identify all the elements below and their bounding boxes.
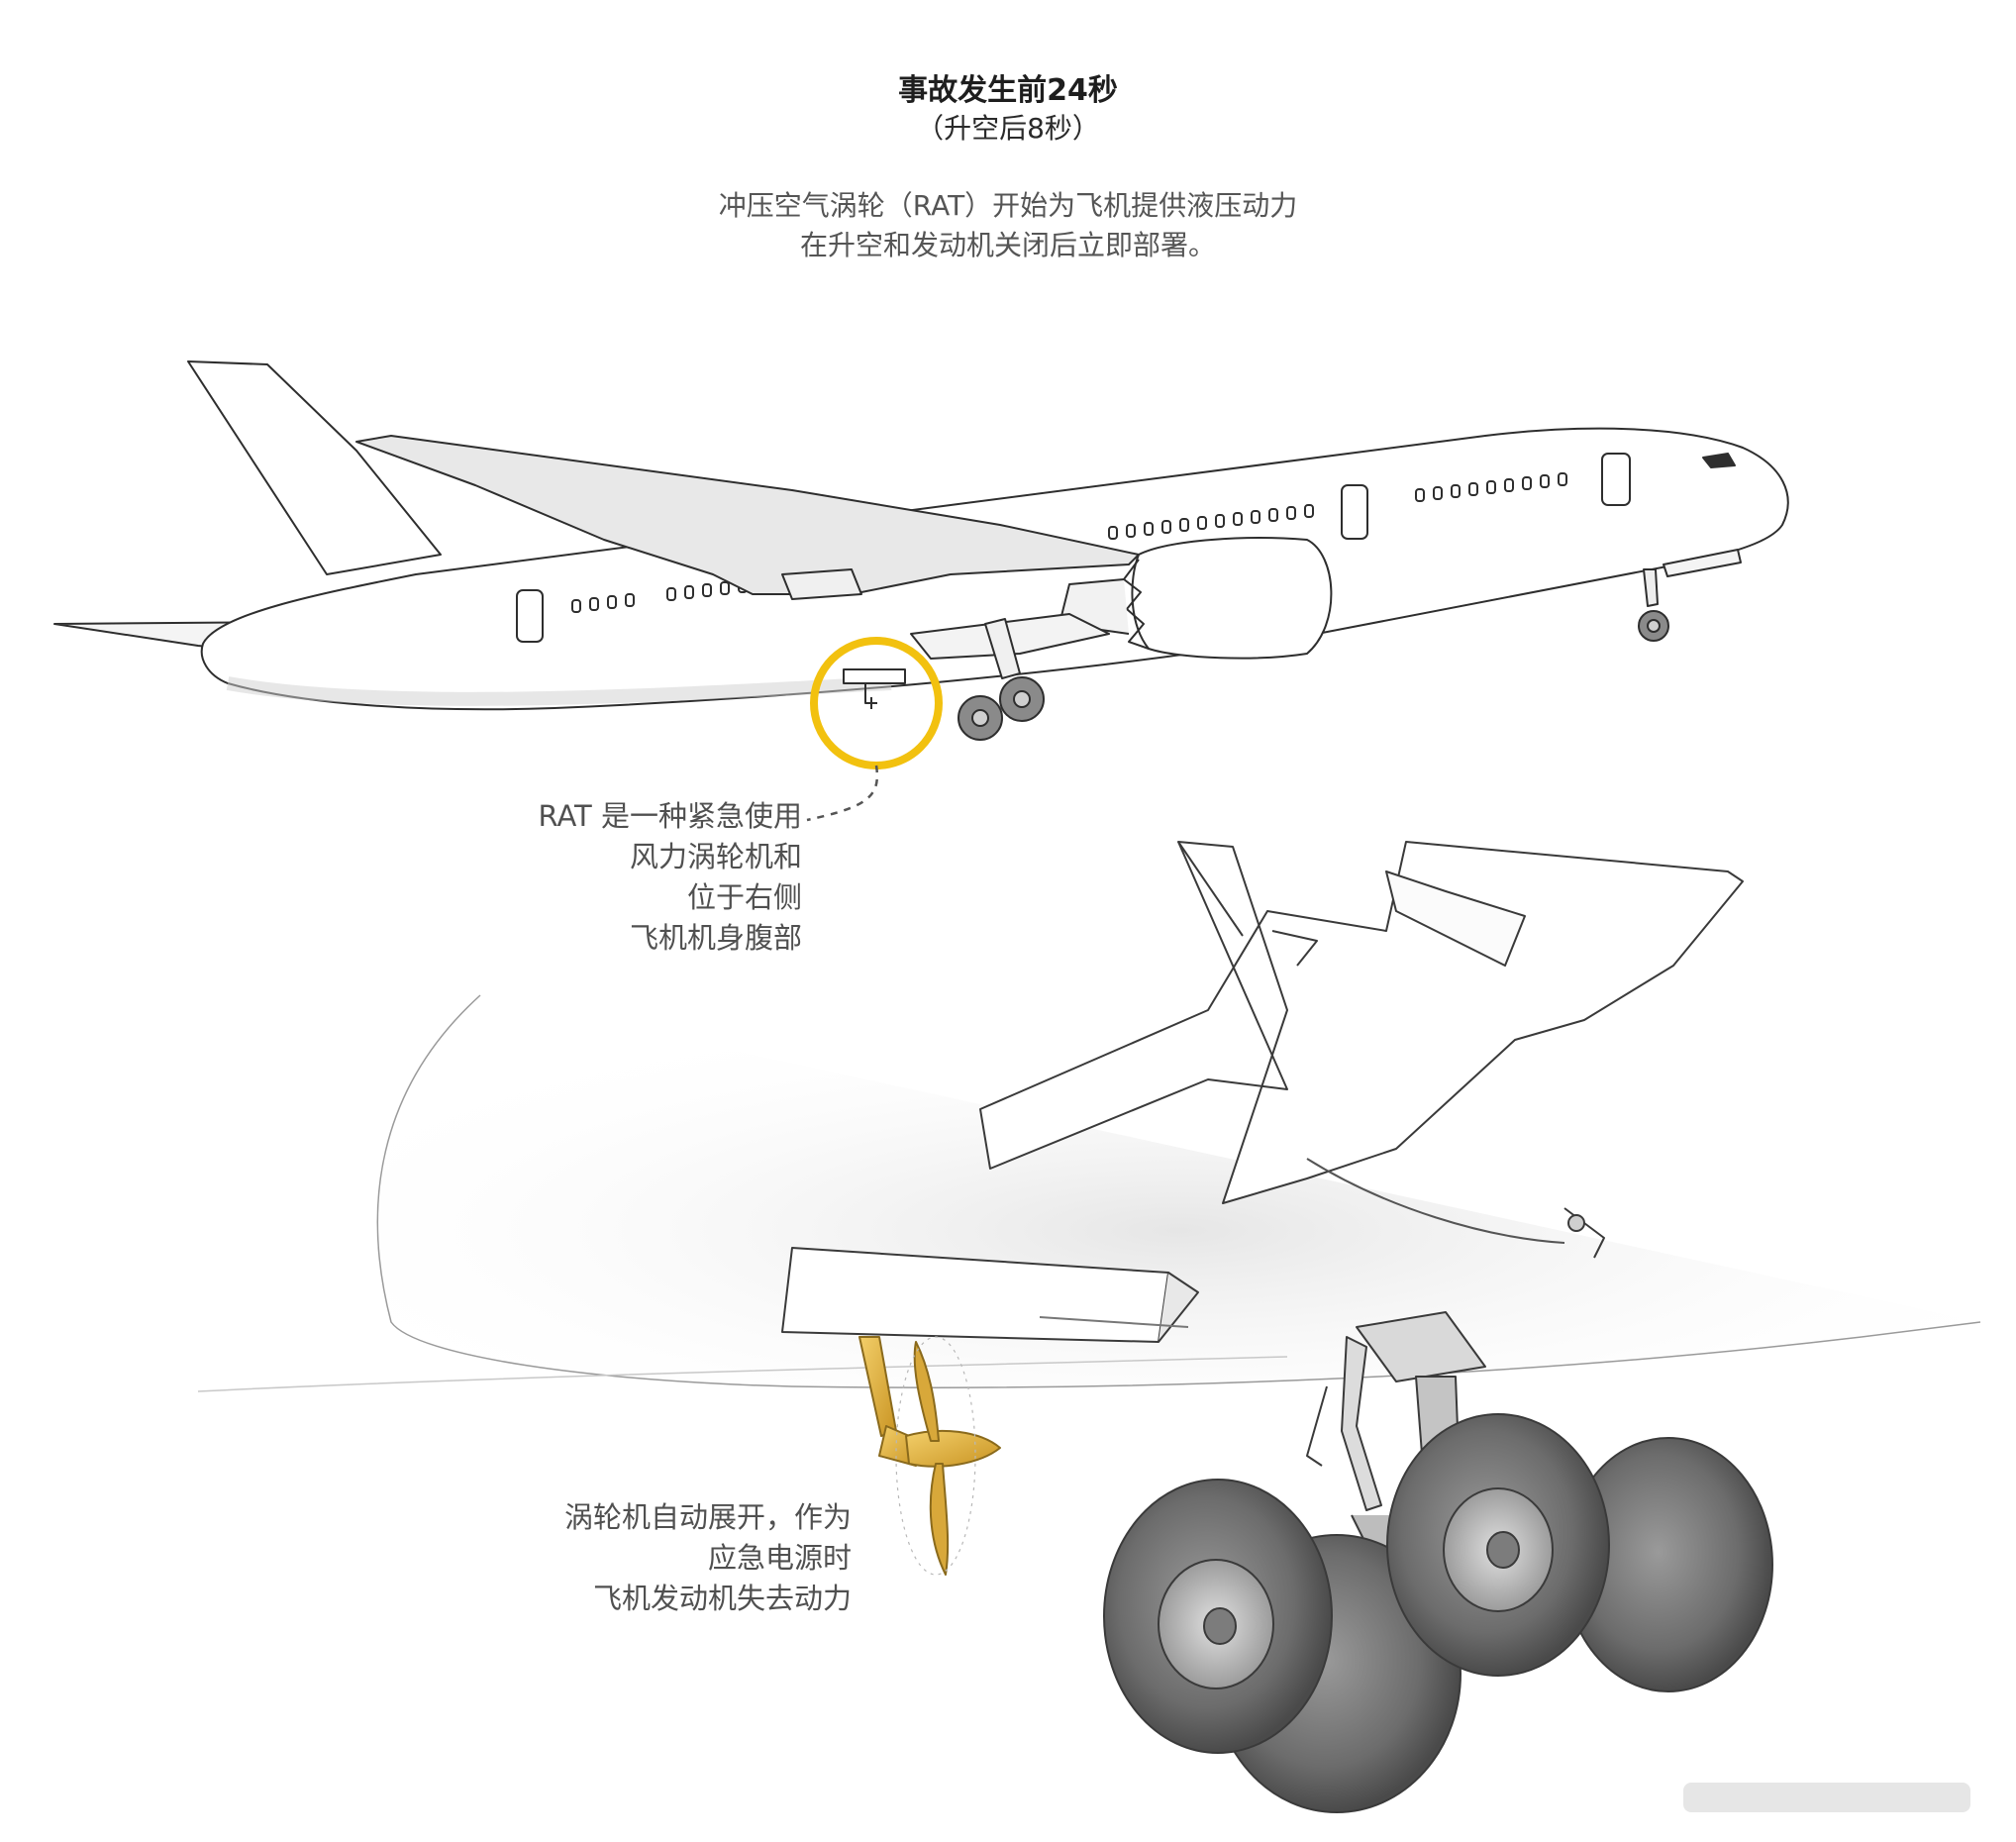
- closeup-wing: [979, 841, 1744, 1204]
- vertical-tail: [187, 360, 442, 575]
- page-subtitle: （升空后8秒）: [916, 112, 1100, 145]
- turbine-hub: [905, 1429, 1001, 1468]
- page-title: 事故发生前24秒: [898, 73, 1118, 108]
- door: [516, 589, 544, 643]
- description-line: 在升空和发动机关闭后立即部署。: [799, 229, 1216, 261]
- main-landing-gear-small: [958, 618, 1045, 741]
- turbine-blade-upper: [913, 1341, 940, 1442]
- turbine-callout-line: 飞机发动机失去动力: [592, 1582, 852, 1615]
- door: [1601, 453, 1631, 506]
- main-landing-gear-closeup: [1103, 1311, 1773, 1813]
- rat-leader-line: [806, 765, 879, 822]
- closeup-view: [197, 841, 1981, 1813]
- turbine-blade-lower: [929, 1463, 950, 1576]
- wing: [355, 435, 1140, 595]
- turbine-callout: 涡轮机自动展开，作为 应急电源时 飞机发动机失去动力: [416, 1497, 852, 1619]
- nose-landing-gear: [1638, 549, 1742, 642]
- description-line: 冲压空气涡轮（RAT）开始为飞机提供液压动力: [718, 189, 1298, 222]
- rat-door-small: [843, 668, 906, 684]
- ram-air-turbine: [858, 1336, 1001, 1576]
- rat-callout-line: 飞机机身腹部: [629, 921, 802, 955]
- watermark-graphic: [1683, 1783, 1970, 1812]
- turbine-callout-line: 应急电源时: [707, 1541, 852, 1575]
- rat-callout-line: 位于右侧: [686, 880, 802, 914]
- rat-callout-line: 风力涡轮机和: [629, 840, 802, 873]
- description: 冲压空气涡轮（RAT）开始为飞机提供液压动力 在升空和发动机关闭后立即部署。: [513, 186, 1503, 265]
- engine-nacelle: [1131, 537, 1333, 660]
- flap-fairing: [781, 568, 862, 600]
- cockpit-window: [1702, 453, 1736, 468]
- closeup-belly: [376, 994, 1981, 1388]
- rat-callout-line: RAT 是一种紧急使用: [538, 799, 803, 833]
- turbine-callout-line: 涡轮机自动展开，作为: [563, 1500, 852, 1534]
- door: [1341, 484, 1368, 540]
- rat-callout: RAT 是一种紧急使用 风力涡轮机和 位于右侧 飞机机身腹部: [396, 796, 803, 959]
- aircraft-side-view: [53, 360, 1789, 741]
